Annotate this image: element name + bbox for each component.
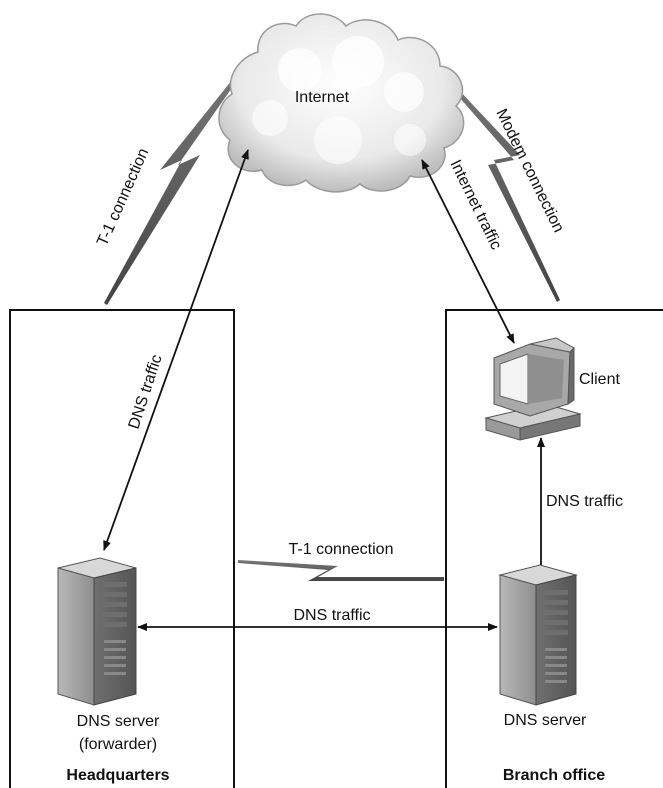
- hq-branch-link-label: T-1 connection: [289, 541, 394, 558]
- hq-branch-link: [238, 560, 444, 581]
- hq-dns-traffic-arrow: [103, 149, 249, 551]
- client-computer-icon: [484, 337, 582, 441]
- hq-server-label-line2: (forwarder): [79, 736, 157, 753]
- hq-server-label-line1: DNS server: [77, 713, 160, 730]
- branch-office-label: Branch office: [503, 767, 605, 784]
- branch-internet-link-label: Modem connection: [492, 106, 567, 235]
- branch-server-label: DNS server: [504, 712, 587, 729]
- servers-dns-traffic-label: DNS traffic: [293, 607, 370, 624]
- branch-dns-server-icon: [498, 564, 578, 706]
- client-internet-traffic-arrow: [421, 159, 515, 344]
- hq-dns-server-icon: [57, 557, 137, 706]
- client-label: Client: [579, 371, 620, 388]
- internet-label: Internet: [295, 89, 350, 106]
- headquarters-label: Headquarters: [66, 767, 169, 784]
- hq-dns-traffic-label: DNS traffic: [126, 353, 166, 432]
- client-dns-traffic-label: DNS traffic: [546, 493, 623, 510]
